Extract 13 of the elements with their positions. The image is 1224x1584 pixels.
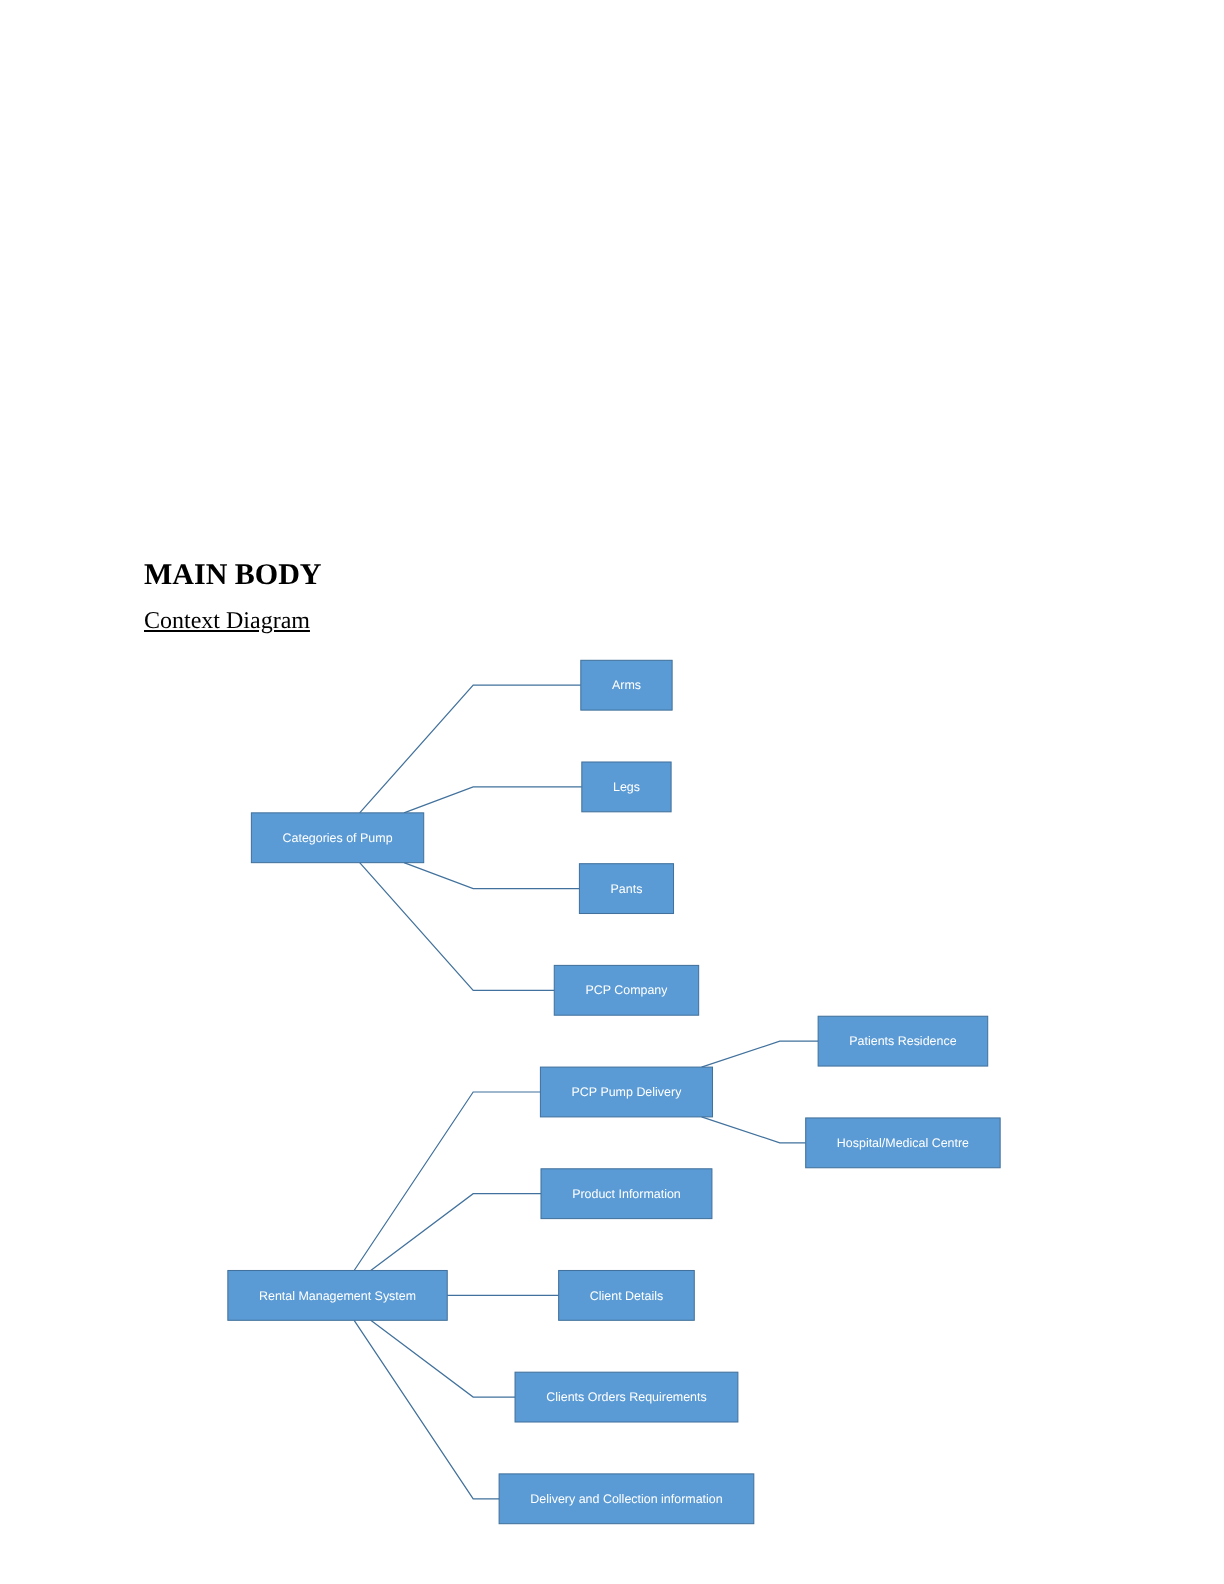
connector <box>700 1116 807 1144</box>
connector <box>700 1040 819 1068</box>
connector <box>403 862 581 890</box>
subheading: Context Diagram <box>144 606 312 636</box>
connector <box>370 1319 516 1398</box>
connector <box>359 684 582 814</box>
connector <box>446 1294 560 1297</box>
connector <box>370 1193 542 1272</box>
connector <box>353 1091 542 1272</box>
connector <box>359 862 555 991</box>
heading: MAIN BODY <box>144 560 324 594</box>
connector <box>403 786 583 814</box>
connector <box>353 1319 500 1500</box>
